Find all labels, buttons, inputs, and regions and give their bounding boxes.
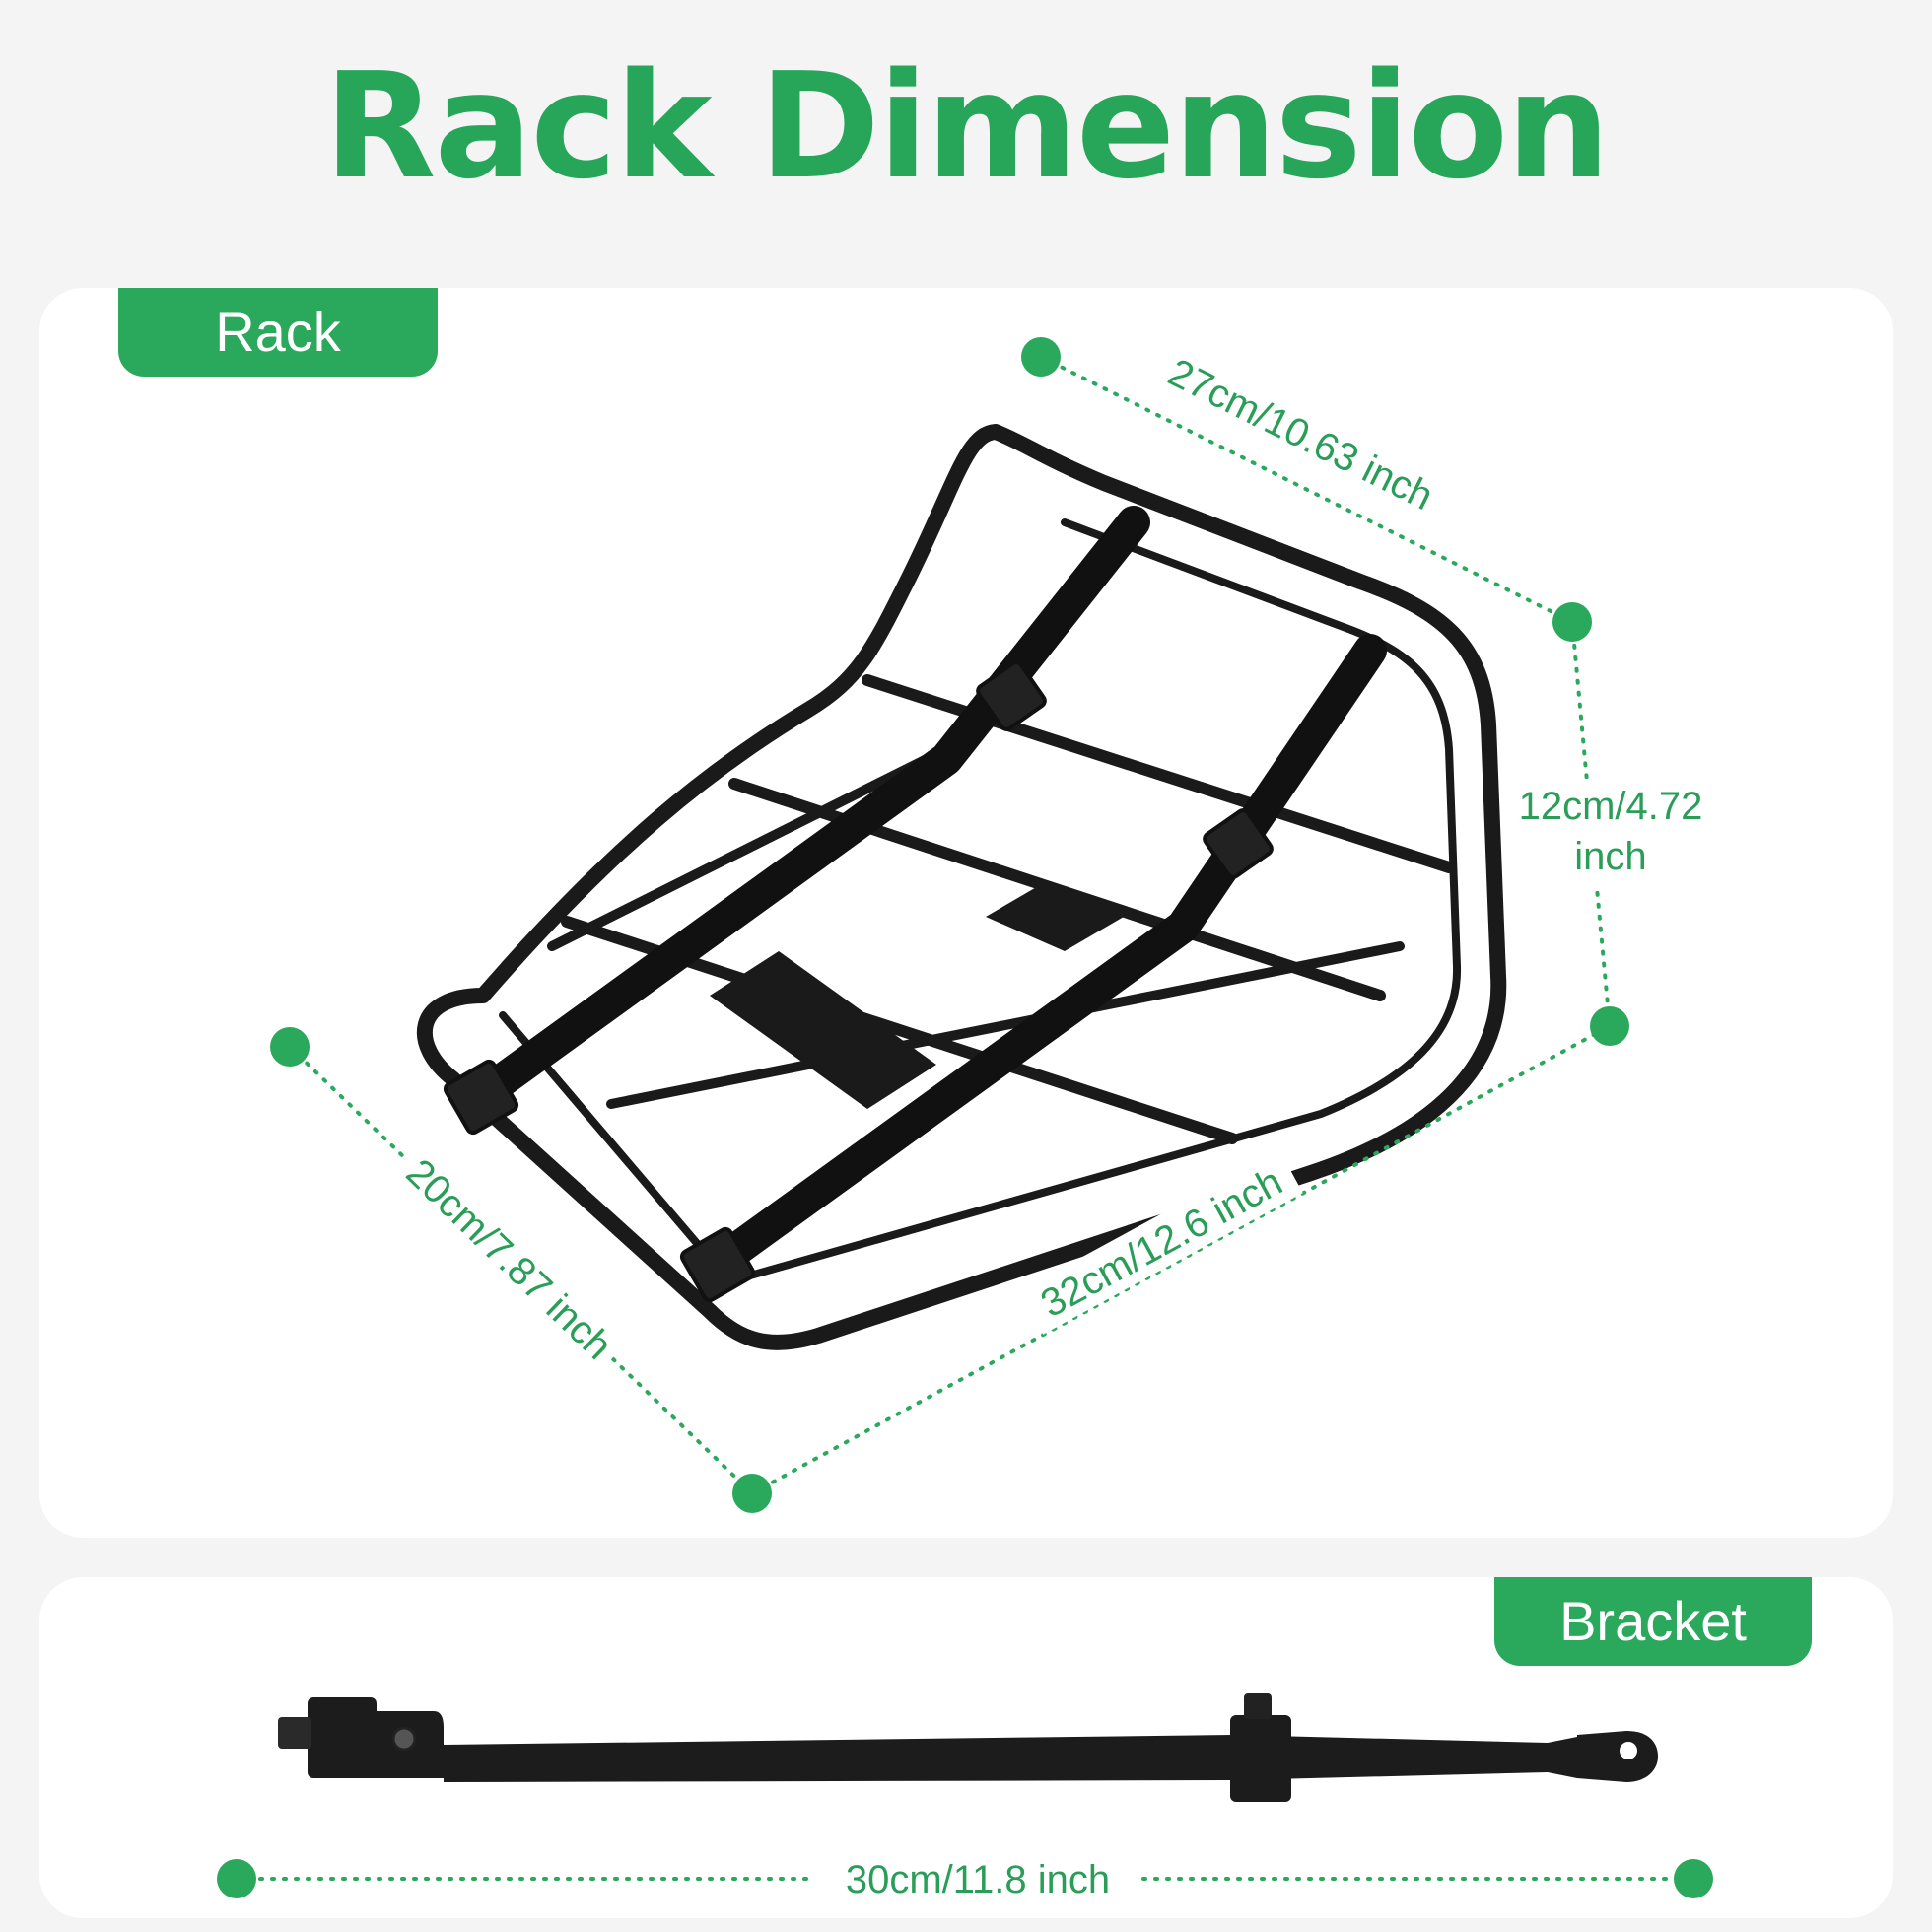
page-title: Rack Dimension: [323, 41, 1611, 211]
bracket-length-dimension: 30cm/11.8 inch: [846, 1858, 1110, 1901]
bracket-clamp: [308, 1697, 377, 1778]
rack-crossbar: [606, 941, 1405, 1109]
rack-right-dimension-line2: inch: [1574, 835, 1646, 878]
rack-top-dimension: 27cm/10.63 inch: [1161, 351, 1439, 518]
rack-strap: [466, 506, 1150, 1111]
dimension-dot: [270, 1027, 310, 1067]
bracket-bolt: [391, 1726, 417, 1752]
rack-inner-frame: [499, 518, 1462, 1285]
rack-strap: [703, 634, 1387, 1278]
bracket-rod: [444, 1735, 1617, 1782]
dimension-dot: [1674, 1859, 1713, 1898]
bracket-collar-screw: [1244, 1693, 1272, 1719]
strap-buckle: [443, 1059, 519, 1136]
rack-center-plate: [710, 951, 936, 1109]
rack-panel: Rack: [39, 288, 1893, 1538]
strap-buckle: [976, 660, 1047, 731]
dimension-dot: [1590, 1006, 1629, 1046]
bracket-illustration: [278, 1693, 1658, 1802]
rack-left-dimension: 20cm/7.87 inch: [397, 1151, 620, 1368]
bracket-eyelet: [1577, 1731, 1658, 1782]
rack-right-dimension-line1: 12cm/4.72: [1519, 785, 1703, 828]
bracket-dimension-dots: [217, 1859, 1713, 1898]
bracket-clamp: [278, 1717, 311, 1749]
dimension-dot: [732, 1474, 772, 1513]
strap-buckle: [679, 1226, 756, 1303]
rack-frame: [416, 424, 1507, 1350]
bracket-collar: [1230, 1715, 1291, 1802]
dimension-dot: [217, 1859, 256, 1898]
strap-buckle: [1203, 808, 1274, 879]
rack-dimension-lines: [288, 355, 1612, 1495]
rack-crossbar: [862, 674, 1455, 873]
rack-center-plate: [986, 882, 1124, 951]
dimension-dot: [1021, 337, 1061, 377]
dimension-dot: [1552, 602, 1592, 642]
rack-crossbar: [547, 744, 951, 951]
rack-tag: Rack: [118, 288, 438, 377]
rack-illustration: [416, 424, 1507, 1350]
bracket-tag: Bracket: [1494, 1577, 1812, 1666]
rack-dimension-dots: [270, 337, 1629, 1513]
bracket-eyelet-hole: [1620, 1742, 1637, 1760]
